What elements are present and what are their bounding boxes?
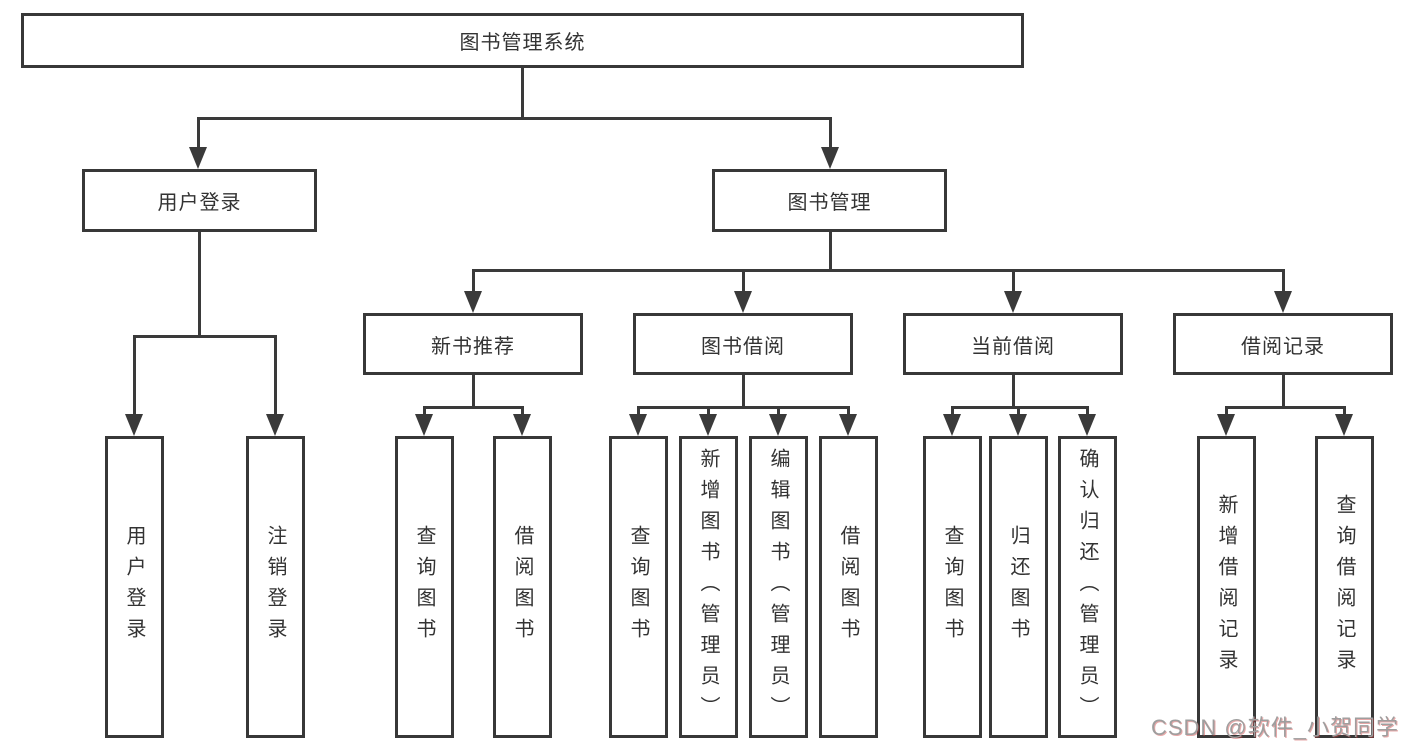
connector-line	[1011, 269, 1015, 291]
connector-line	[950, 406, 1089, 409]
leaf-confirm-return-admin: 确认归还（管理员）	[1057, 436, 1117, 738]
node-new-book-recommend: 新书推荐	[363, 313, 583, 375]
arrowhead-down-icon	[415, 414, 433, 436]
leaf-query-books-current-label: 查询图书	[941, 525, 963, 649]
connector-line	[636, 406, 640, 414]
arrowhead-down-icon	[769, 414, 787, 436]
leaf-query-books-borrow-label: 查询图书	[627, 525, 649, 649]
connector-line	[471, 269, 475, 291]
arrowhead-down-icon	[839, 414, 857, 436]
connector-line	[520, 68, 524, 117]
node-book-borrow-label: 图书借阅	[701, 335, 785, 358]
arrowhead-down-icon	[1078, 414, 1096, 436]
connector-line	[196, 117, 200, 147]
leaf-add-borrow-record-label: 新增借阅记录	[1215, 494, 1237, 680]
node-user-login: 用户登录	[82, 169, 317, 232]
arrowhead-down-icon	[189, 147, 207, 169]
leaf-query-borrow-record-label: 查询借阅记录	[1333, 494, 1355, 680]
leaf-query-borrow-record: 查询借阅记录	[1314, 436, 1374, 738]
leaf-query-books-borrow: 查询图书	[608, 436, 668, 738]
arrowhead-down-icon	[1335, 414, 1353, 436]
arrowhead-down-icon	[699, 414, 717, 436]
arrowhead-down-icon	[734, 291, 752, 313]
leaf-add-borrow-record: 新增借阅记录	[1196, 436, 1256, 738]
leaf-add-book-admin: 新增图书（管理员）	[678, 436, 738, 738]
leaf-edit-book-admin: 编辑图书（管理员）	[748, 436, 808, 738]
leaf-borrow-books-newbook: 借阅图书	[492, 436, 552, 738]
leaf-query-books-newbook-label: 查询图书	[413, 525, 435, 649]
node-new-book-recommend-label: 新书推荐	[431, 335, 515, 358]
connector-line	[741, 269, 745, 291]
connector-line	[828, 232, 832, 272]
arrowhead-down-icon	[1274, 291, 1292, 313]
connector-line	[520, 406, 524, 414]
connector-line	[1016, 406, 1020, 414]
arrowhead-down-icon	[821, 147, 839, 169]
leaf-edit-book-admin-label: 编辑图书（管理员）	[767, 447, 789, 727]
leaf-query-books-current: 查询图书	[922, 436, 982, 738]
node-book-borrow: 图书借阅	[633, 313, 853, 375]
leaf-borrow-books-newbook-label: 借阅图书	[511, 525, 533, 649]
node-book-management-label: 图书管理	[787, 192, 872, 214]
leaf-query-books-newbook: 查询图书	[394, 436, 454, 738]
connector-line	[776, 406, 780, 414]
connector-line	[197, 232, 201, 338]
leaf-logout-label: 注销登录	[264, 525, 286, 649]
connector-line	[471, 375, 475, 409]
leaf-return-books-label: 归还图书	[1007, 525, 1029, 649]
connector-line	[273, 335, 277, 414]
node-borrow-records-label: 借阅记录	[1241, 335, 1325, 358]
node-borrow-records: 借阅记录	[1173, 313, 1393, 375]
arrowhead-down-icon	[1009, 414, 1027, 436]
node-current-borrow: 当前借阅	[903, 313, 1123, 375]
node-root-label: 图书管理系统	[459, 32, 586, 54]
connector-line	[132, 335, 136, 414]
connector-line	[422, 406, 524, 409]
arrowhead-down-icon	[1217, 414, 1235, 436]
arrowhead-down-icon	[513, 414, 531, 436]
arrowhead-down-icon	[464, 291, 482, 313]
node-root: 图书管理系统	[21, 13, 1024, 68]
arrowhead-down-icon	[1004, 291, 1022, 313]
node-current-borrow-label: 当前借阅	[971, 335, 1055, 358]
connector-line	[1085, 406, 1089, 414]
node-user-login-label: 用户登录	[157, 192, 242, 214]
connector-line	[828, 117, 832, 147]
connector-line	[1342, 406, 1346, 414]
connector-line	[1224, 406, 1228, 414]
arrowhead-down-icon	[266, 414, 284, 436]
leaf-add-book-admin-label: 新增图书（管理员）	[697, 447, 719, 727]
leaf-borrow-books-borrow-label: 借阅图书	[837, 525, 859, 649]
connector-line	[471, 269, 1285, 272]
arrowhead-down-icon	[629, 414, 647, 436]
connector-line	[196, 117, 832, 120]
leaf-borrow-books-borrow: 借阅图书	[818, 436, 878, 738]
connector-line	[422, 406, 426, 414]
leaf-user-login: 用户登录	[104, 436, 164, 738]
arrowhead-down-icon	[125, 414, 143, 436]
connector-line	[706, 406, 710, 414]
arrowhead-down-icon	[943, 414, 961, 436]
connector-line	[132, 335, 277, 338]
watermark: CSDN @软件_小贺同学	[1150, 715, 1399, 740]
leaf-return-books: 归还图书	[988, 436, 1048, 738]
connector-line	[1011, 375, 1015, 409]
connector-line	[1281, 375, 1285, 409]
connector-line	[1224, 406, 1346, 409]
leaf-user-login-label: 用户登录	[123, 525, 145, 649]
connector-line	[1281, 269, 1285, 291]
leaf-logout: 注销登录	[245, 436, 305, 738]
connector-line	[636, 406, 850, 409]
node-book-management: 图书管理	[712, 169, 947, 232]
connector-line	[741, 375, 745, 409]
connector-line	[846, 406, 850, 414]
connector-line	[950, 406, 954, 414]
leaf-confirm-return-admin-label: 确认归还（管理员）	[1076, 447, 1098, 727]
